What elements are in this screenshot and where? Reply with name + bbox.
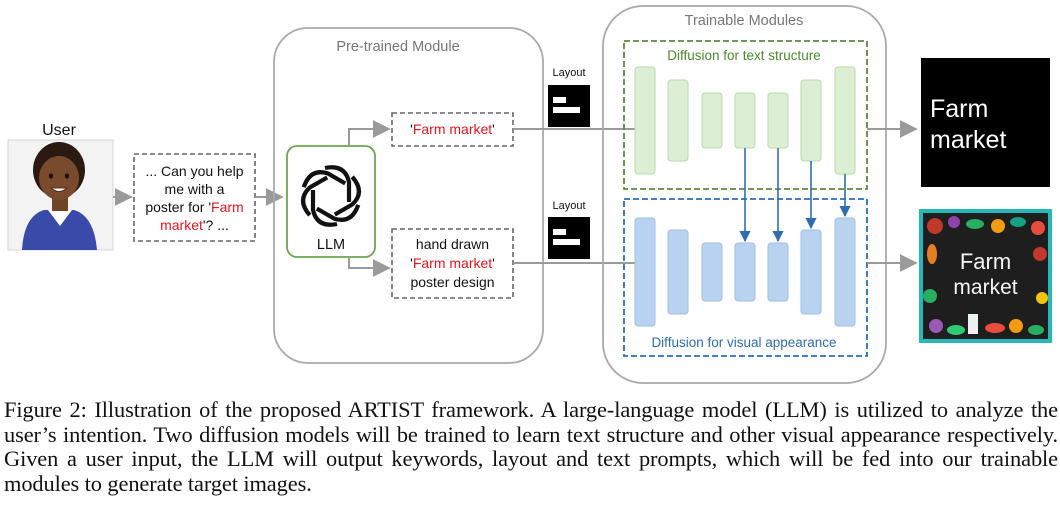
layout-icon-top — [548, 85, 590, 127]
user-label: User — [42, 122, 76, 139]
visual-unet-block-5 — [767, 242, 789, 302]
poster-line2: market — [953, 276, 1017, 299]
text-unet-block-6 — [800, 79, 822, 162]
layout-icon-bottom — [548, 217, 590, 259]
text-unet-block-3 — [701, 92, 723, 149]
keyword-text: 'Farm market' — [410, 121, 495, 137]
visual-unet-block-7 — [834, 217, 856, 327]
text-structure-diffusion-box — [623, 40, 868, 190]
arrow-llm-to-keyword — [348, 120, 391, 146]
text-prompt-line3: poster design — [410, 274, 494, 290]
llm-box — [286, 145, 376, 258]
text-structure-label: Diffusion for text structure — [667, 48, 821, 63]
user-prompt-line1: ... Can you help — [145, 163, 243, 179]
text-output-line2: market — [930, 126, 1006, 154]
pretrained-module-title: Pre-trained Module — [336, 39, 459, 55]
text-prompt-box — [391, 228, 514, 299]
visual-unet-block-3 — [701, 242, 723, 302]
text-prompt-line1: hand drawn — [416, 236, 489, 252]
pretrained-module-box — [273, 27, 544, 364]
text-unet-block-5 — [767, 92, 789, 149]
text-prompt-line2: 'Farm market' — [410, 255, 495, 271]
visual-appearance-label: Diffusion for visual appearance — [651, 335, 836, 350]
arrow-llm-to-text-prompt — [348, 257, 391, 277]
visual-unet-blocks — [634, 217, 856, 327]
visual-unet-block-4 — [734, 242, 756, 302]
caption-text: Illustration of the proposed ARTIST fram… — [4, 397, 1058, 496]
user-prompt-line3: poster for 'Farm — [145, 199, 243, 215]
text-unet-block-4 — [734, 92, 756, 149]
text-unet-blocks — [634, 66, 856, 175]
text-unet-block-7 — [834, 66, 856, 175]
poster-line1: Farm — [960, 249, 1011, 274]
trainable-modules-title: Trainable Modules — [685, 13, 804, 29]
openai-logo-icon — [300, 165, 362, 227]
user-prompt-line2: me with a — [165, 181, 225, 197]
figure-caption: Figure 2: Illustration of the proposed A… — [4, 397, 1058, 496]
text-unet-block-2 — [667, 79, 689, 162]
trainable-modules-box — [602, 5, 887, 384]
user-avatar — [7, 139, 114, 251]
llm-label: LLM — [317, 237, 345, 253]
user-prompt-line4: market'? ... — [160, 217, 229, 233]
visual-unet-block-6 — [800, 229, 822, 315]
text-unet-block-1 — [634, 66, 656, 175]
visual-unet-block-2 — [667, 229, 689, 315]
layout-label-top: Layout — [552, 67, 585, 79]
poster-output-image: Farm market — [919, 209, 1052, 343]
layout-label-bottom: Layout — [552, 200, 585, 212]
text-output-image — [921, 58, 1050, 187]
framework-diagram: User ... Can you help me with a poster f… — [7, 5, 1052, 384]
text-output-line1: Farm — [930, 95, 988, 123]
figure-label: Figure 2: — [4, 397, 87, 422]
visual-unet-block-1 — [634, 217, 656, 327]
keyword-box — [391, 112, 514, 147]
cross-connections — [739, 148, 851, 243]
